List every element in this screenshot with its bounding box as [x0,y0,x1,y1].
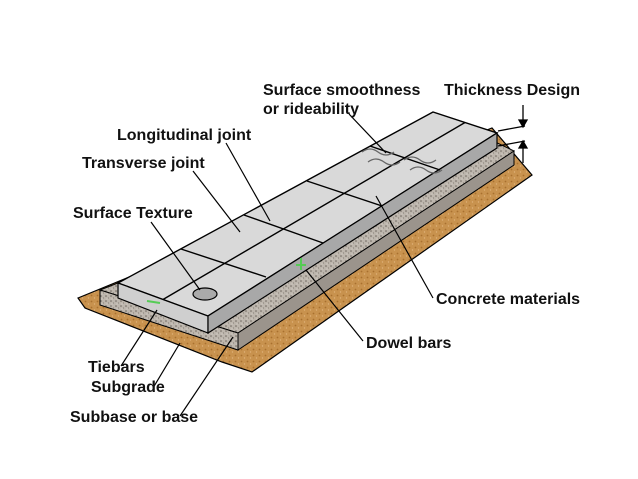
tiebars-label: Tiebars [88,359,145,376]
subgrade-label: Subgrade [91,379,165,396]
thickness-design-label: Thickness Design [444,82,580,99]
dowel-bars-label: Dowel bars [366,335,451,352]
subbase-or-base-label: Subbase or base [70,409,198,426]
surface-smoothness-label-line1: Surface smoothness [263,82,420,99]
surface-texture-patch [192,287,218,301]
surface-smoothness-label-line2: or rideability [263,101,359,118]
concrete-materials-label: Concrete materials [436,291,580,308]
longitudinal-joint-line [162,121,466,301]
transverse-joints [180,145,441,278]
transverse-joint-label: Transverse joint [82,155,205,172]
slab-side [207,131,498,335]
surface-texture-label: Surface Texture [73,205,193,222]
smoothness-waves [361,148,443,174]
subbase-side [237,150,515,351]
dowel-markers [146,258,306,304]
thickness-bracket [497,105,529,163]
leader-lines [120,113,434,417]
longitudinal-joint-label: Longitudinal joint [117,127,252,144]
